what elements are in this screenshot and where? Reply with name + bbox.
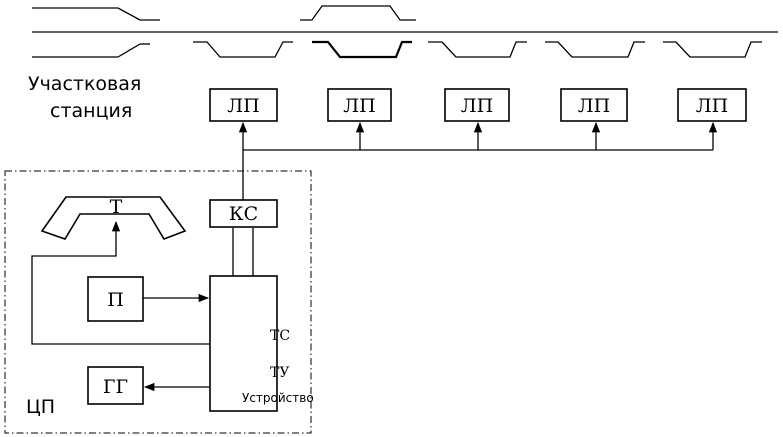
line-point-4-label: ЛП <box>578 95 610 117</box>
tu-label: ТУ <box>270 365 289 381</box>
track-section-3 <box>428 41 527 58</box>
line-point-4 <box>560 88 628 122</box>
line-point-5-label: ЛП <box>696 95 728 117</box>
line-point-1 <box>209 88 278 122</box>
station-label-line1: Участковая <box>28 73 141 95</box>
ts-label: ТС <box>270 328 290 344</box>
graph-plotter-box <box>87 366 144 405</box>
line-point-2 <box>327 88 392 122</box>
track-section-4 <box>545 41 645 58</box>
station-switch-top <box>117 7 141 21</box>
track-section-2-occupied <box>312 40 412 59</box>
device-label: Устройство <box>242 391 314 405</box>
channel-switch-box <box>209 199 278 228</box>
line-point-row: ЛП ЛП ЛП ЛП ЛП <box>209 88 747 122</box>
track-display-panel <box>40 196 187 240</box>
line-point-2-label: ЛП <box>343 95 375 117</box>
station-switch-bottom <box>117 43 141 58</box>
line-point-3-label: ЛП <box>461 95 493 117</box>
line-point-5 <box>677 88 747 122</box>
track-section-5 <box>663 41 762 58</box>
feedback-to-display-line <box>31 220 210 345</box>
track-display-label: Т <box>110 196 123 218</box>
line-point-1-label: ЛП <box>227 95 259 117</box>
central-post-label: ЦП <box>26 396 55 418</box>
control-console-box <box>87 276 144 322</box>
channel-switch-label: КС <box>229 203 258 225</box>
communication-bus <box>238 121 718 200</box>
station-label-line2: станция <box>50 100 132 122</box>
central-post-boundary <box>4 170 312 434</box>
track-schematic <box>32 5 778 59</box>
graph-plotter-label: ГГ <box>103 376 128 398</box>
track-section-1 <box>193 41 293 58</box>
control-console-label: П <box>107 289 124 311</box>
siding-track <box>300 5 416 21</box>
line-point-3 <box>444 88 510 122</box>
